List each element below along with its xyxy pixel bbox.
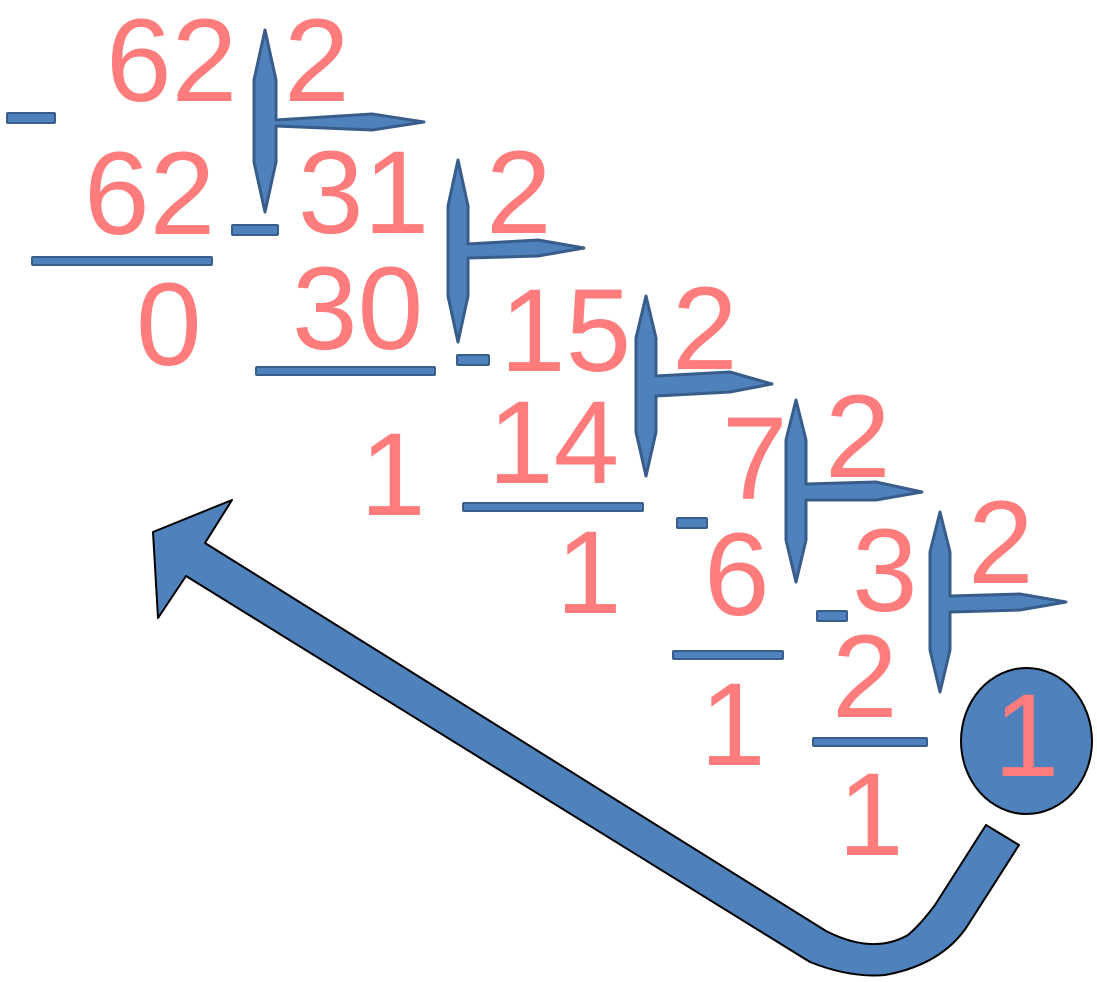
division-bracket-icon [928, 510, 1068, 694]
remainder-3: 1 [556, 507, 622, 639]
dividend-3: 15 [500, 265, 632, 397]
subtraction-line-3 [462, 502, 644, 512]
divisor-2: 2 [486, 127, 552, 259]
division-bracket-icon [252, 28, 426, 214]
remainder-1: 0 [136, 259, 202, 391]
product-4: 6 [704, 509, 770, 641]
divisor-3: 2 [672, 263, 738, 395]
division-bracket-icon [446, 158, 586, 344]
division-bracket-icon [634, 294, 774, 478]
dividend-4: 7 [722, 393, 788, 525]
divisor-1: 2 [284, 0, 350, 127]
divisor-4: 2 [825, 371, 891, 503]
division-bracket-icon [784, 398, 924, 584]
minus-sign [6, 112, 56, 124]
minus-sign [456, 354, 490, 366]
divisor-5: 2 [968, 477, 1034, 609]
minus-sign [816, 610, 848, 622]
dividend-1: 62 [106, 0, 238, 127]
product-1: 62 [84, 128, 216, 260]
remainder-4: 1 [700, 659, 766, 791]
final-quotient-badge: 1 [960, 667, 1093, 815]
subtraction-line-4 [672, 650, 784, 660]
dividend-5: 3 [852, 505, 918, 637]
product-5: 2 [832, 611, 898, 743]
dividend-2: 31 [298, 127, 430, 259]
product-2: 30 [292, 243, 424, 375]
minus-sign [231, 224, 279, 236]
final-quotient: 1 [993, 670, 1060, 802]
remainder-5: 1 [838, 749, 904, 881]
subtraction-line-1 [31, 256, 213, 266]
subtraction-line-5 [812, 737, 928, 747]
minus-sign [676, 517, 708, 529]
subtraction-line-2 [255, 366, 436, 376]
product-3: 14 [488, 377, 620, 509]
curved-arrow-icon [152, 499, 1020, 977]
remainder-2: 1 [360, 409, 426, 541]
